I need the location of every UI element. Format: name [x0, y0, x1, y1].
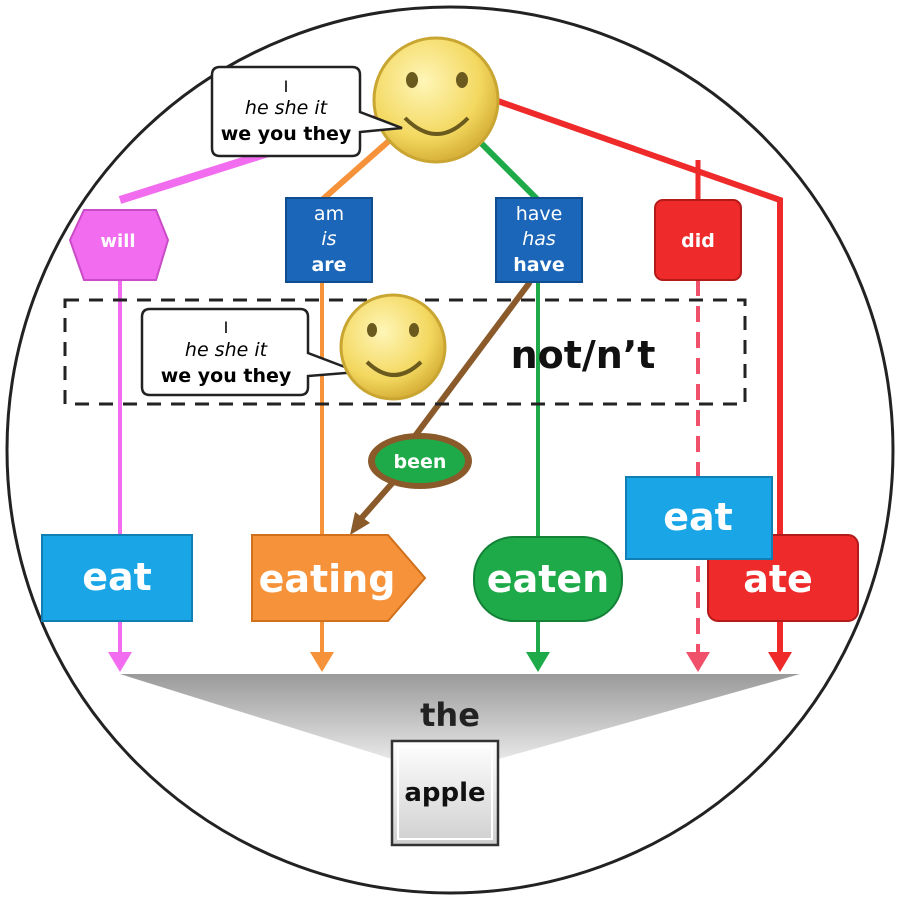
neg-subject-line-3: we you they — [161, 365, 292, 387]
did-path — [494, 97, 792, 672]
eating-label: eating — [259, 557, 396, 601]
apple-label: apple — [404, 778, 485, 808]
eat-did-label: eat — [663, 495, 733, 539]
subject-line-2: he she it — [245, 97, 329, 119]
did-label: did — [681, 230, 715, 252]
subject-line-1: I — [284, 77, 289, 96]
have-line-3: have — [513, 254, 565, 276]
will-hexagon: will — [68, 209, 170, 281]
neg-subject-line-2: he she it — [185, 339, 269, 361]
negation-label: not/n’t — [511, 333, 656, 377]
eating-arrow-box: eating — [251, 534, 427, 622]
negation-speech-bubble: I he she it we you they — [140, 307, 359, 397]
been-oval: been — [368, 433, 472, 489]
be-line-2: is — [321, 228, 336, 250]
be-line-3: are — [311, 254, 346, 276]
object-funnel — [120, 674, 800, 760]
will-label: will — [100, 231, 135, 252]
be-box: am is are — [285, 197, 373, 283]
article-the: the — [420, 696, 480, 734]
been-path — [350, 280, 533, 535]
have-line-1: have — [516, 203, 563, 225]
eat-did-box: eat — [625, 476, 773, 560]
have-line-2: has — [522, 228, 556, 250]
have-box: have has have — [495, 197, 583, 283]
did-box: did — [654, 199, 742, 281]
smiley-face-icon — [339, 293, 447, 401]
eaten-label: eaten — [487, 557, 609, 601]
smiley-face-icon — [372, 36, 500, 164]
eat-label: eat — [82, 555, 152, 599]
be-line-1: am — [314, 203, 344, 225]
eat-box: eat — [41, 534, 193, 622]
neg-subject-line-1: I — [224, 318, 229, 337]
apple-box: apple — [390, 739, 500, 847]
been-label: been — [394, 451, 447, 473]
subject-speech-bubble: I he she it we you they — [210, 65, 403, 158]
ate-label: ate — [743, 557, 813, 601]
subject-line-3: we you they — [221, 123, 352, 145]
eaten-box: eaten — [473, 536, 623, 622]
